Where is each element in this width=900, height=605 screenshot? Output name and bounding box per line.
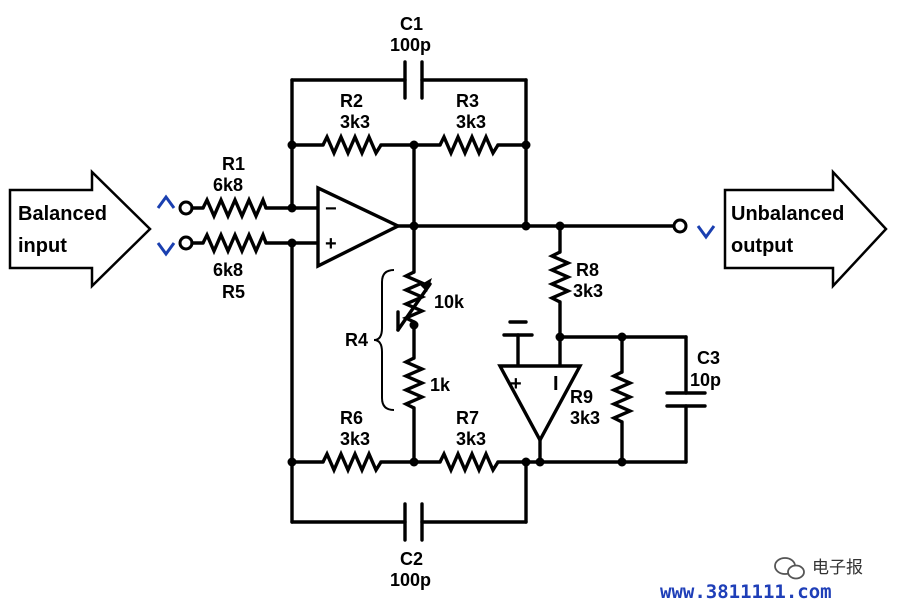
input-terminal-marks: [156, 194, 176, 257]
resistor-r6: R6 3k3: [290, 408, 416, 475]
c3-value: 10p: [690, 370, 721, 390]
resistor-r9: R9 3k3: [570, 335, 635, 464]
capacitor-c1: C1 100p: [290, 14, 528, 100]
r3-value: 3k3: [456, 112, 486, 132]
c2-name: C2: [400, 549, 423, 569]
r5-value: 6k8: [213, 260, 243, 280]
r4-name: R4: [345, 330, 368, 350]
r8-name: R8: [576, 260, 599, 280]
r4-value-bottom: 1k: [430, 375, 451, 395]
unbalanced-output-arrow: Unbalanced output: [723, 168, 888, 290]
opamp-plus-label: +: [325, 233, 337, 255]
r9-value: 3k3: [570, 408, 600, 428]
r4-value-top: 10k: [434, 292, 465, 312]
c1-name: C1: [400, 14, 423, 34]
r8-value: 3k3: [573, 281, 603, 301]
r7-value: 3k3: [456, 429, 486, 449]
capacitor-c3: C3 10p: [620, 335, 721, 464]
output-terminal: [672, 218, 688, 234]
input-label-line2: input: [18, 235, 67, 257]
output-label-line2: output: [731, 235, 794, 257]
ground-symbol: [502, 320, 534, 368]
r1-value: 6k8: [213, 175, 243, 195]
wechat-icon: [774, 557, 805, 580]
r1-name: R1: [222, 154, 245, 174]
r5-name: R5: [222, 282, 245, 302]
r4-brace: [373, 269, 395, 411]
buffer-opamp: + I: [497, 364, 583, 464]
negative-caret-icon: [156, 242, 176, 257]
input-terminal-bottom: [178, 235, 194, 251]
watermark: 电子报 www.3811111.com: [660, 557, 863, 603]
opamp-minus-label: −: [325, 198, 337, 220]
output-label-line1: Unbalanced: [731, 203, 844, 225]
r6-value: 3k3: [340, 429, 370, 449]
r7-name: R7: [456, 408, 479, 428]
resistor-r7: R7 3k3: [412, 408, 624, 475]
output-caret-icon: [696, 225, 716, 240]
watermark-url: www.3811111.com: [660, 581, 832, 603]
input-terminal-top: [178, 200, 194, 216]
buffer-minus-label: I: [553, 373, 559, 395]
c1-value: 100p: [390, 35, 431, 55]
r2-name: R2: [340, 91, 363, 111]
resistor-r1: R1 6k8: [190, 154, 320, 221]
resistor-r4-variable: 10k 1k R4: [345, 269, 465, 464]
watermark-brand: 电子报: [812, 558, 863, 577]
junction-dots: [287, 140, 627, 467]
r2-value: 3k3: [340, 112, 370, 132]
c3-name: C3: [697, 348, 720, 368]
balanced-input-arrow: Balanced input: [8, 169, 152, 289]
c2-value: 100p: [390, 570, 431, 590]
resistor-r5: 6k8 R5: [190, 230, 320, 302]
r9-name: R9: [570, 387, 593, 407]
main-opamp: − +: [316, 185, 402, 269]
resistor-r8: R8 3k3: [547, 224, 603, 368]
resistor-r3: R3 3k3: [412, 91, 528, 158]
buffer-plus-label: +: [510, 373, 522, 395]
positive-caret-icon: [156, 194, 176, 209]
capacitor-c2: C2 100p: [290, 502, 528, 590]
r3-name: R3: [456, 91, 479, 111]
resistor-r2: R2 3k3: [290, 91, 416, 158]
r6-name: R6: [340, 408, 363, 428]
input-label-line1: Balanced: [18, 203, 107, 225]
